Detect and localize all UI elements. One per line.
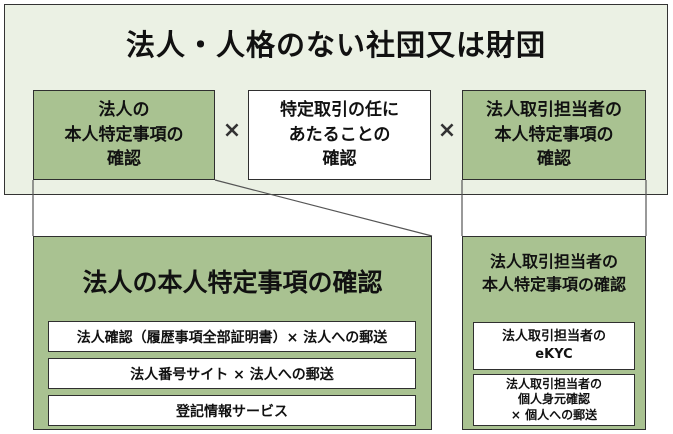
method-representative-ekyc: 法人取引担当者の eKYC (473, 322, 635, 370)
method-registry-info-service: 登記情報サービス (48, 395, 416, 426)
multiply-icon: × (437, 118, 457, 143)
representative-identity-box: 法人取引担当者の 本人特定事項の 確認 (462, 90, 646, 180)
entity-title: 法人・人格のない社団又は財団 (125, 28, 546, 62)
representative-identity-detail-title: 法人取引担当者の 本人特定事項の確認 (481, 252, 626, 295)
authority-confirmation-box: 特定取引の任に あたることの 確認 (248, 90, 431, 180)
corporate-identity-box: 法人の 本人特定事項の 確認 (33, 90, 215, 180)
method-registry-certificate: 法人確認（履歴事項全部証明書）× 法人への郵送 (48, 321, 416, 352)
connector-left-diagonal (214, 179, 433, 237)
multiply-icon: × (222, 118, 242, 143)
method-representative-mail: 法人取引担当者の 個人身元確認 × 個人への郵送 (473, 374, 635, 426)
corporate-identity-detail-title: 法人の本人特定事項の確認 (82, 268, 383, 297)
method-corporate-number-site: 法人番号サイト × 法人への郵送 (48, 358, 416, 389)
